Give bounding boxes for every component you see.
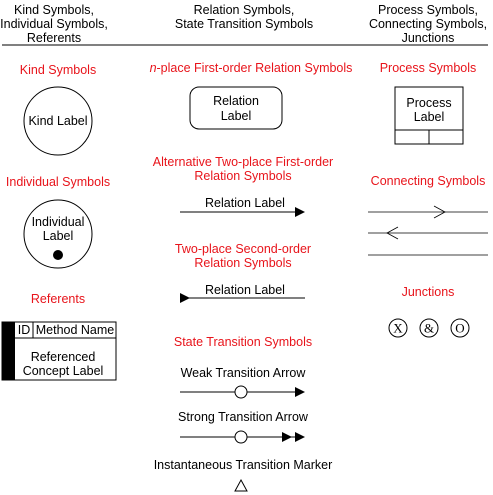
- column-header-kind: Kind Symbols, Individual Symbols, Refere…: [0, 3, 108, 45]
- junction-and: &: [419, 318, 439, 338]
- strong-transition-label: Strong Transition Arrow: [178, 410, 309, 424]
- connecting-symbols-title: Connecting Symbols: [371, 174, 486, 188]
- referent-id-label: ID: [18, 323, 31, 337]
- referent-concept-line2: Concept Label: [23, 364, 104, 378]
- kind-symbol-circle: [23, 86, 93, 156]
- two-place-second-arrowhead: [180, 293, 190, 303]
- nplace-label-line1: Relation: [213, 94, 259, 108]
- alt-two-place-title-line1: Alternative Two-place First-order: [153, 155, 333, 169]
- two-place-second-title-line1: Two-place Second-order: [175, 242, 311, 256]
- header-kind-line1: Kind Symbols,: [14, 3, 94, 17]
- header-relation-line2: State Transition Symbols: [175, 17, 313, 31]
- junction-xor: X: [388, 318, 408, 338]
- header-relation-line1: Relation Symbols,: [194, 3, 295, 17]
- instantaneous-transition-marker: [234, 478, 248, 492]
- referent-box: ID Method Name Referenced Concept Label: [1, 321, 117, 381]
- header-process-line3: Junctions: [402, 31, 455, 45]
- strong-transition-arrowhead-1: [282, 432, 292, 442]
- individual-dot: [53, 250, 63, 260]
- instantaneous-transition-label: Instantaneous Transition Marker: [154, 458, 333, 472]
- junctions-title: Junctions: [402, 285, 455, 299]
- alt-two-place-arrowhead: [295, 207, 305, 217]
- weak-transition-arrowhead: [295, 387, 305, 397]
- strong-transition-circle: [234, 430, 248, 444]
- alt-two-place-title-line2: Relation Symbols: [194, 169, 291, 183]
- nplace-label-line2: Label: [221, 109, 252, 123]
- header-process-line2: Connecting Symbols,: [369, 17, 487, 31]
- connecting-backward-chevron: [386, 226, 399, 240]
- junction-and-label: &: [424, 321, 434, 336]
- two-place-second-title-line2: Relation Symbols: [194, 256, 291, 270]
- junction-and-circle: [419, 318, 439, 338]
- junction-or: O: [450, 318, 470, 338]
- referents-title: Referents: [31, 292, 85, 306]
- referent-black-bar: [2, 322, 15, 380]
- junction-x-circle: [388, 318, 408, 338]
- column-header-relation: Relation Symbols, State Transition Symbo…: [175, 3, 313, 31]
- nplace-title-rest: -place First-order Relation Symbols: [157, 61, 353, 75]
- kind-symbols-title: Kind Symbols: [20, 63, 96, 77]
- header-kind-line2: Individual Symbols,: [0, 17, 108, 31]
- process-symbols-title: Process Symbols: [380, 61, 477, 75]
- two-place-second-label: Relation Label: [205, 283, 285, 297]
- process-label-line1: Process: [406, 96, 451, 110]
- junction-o-circle: [450, 318, 470, 338]
- process-label-line2: Label: [414, 110, 445, 124]
- nplace-title-prefix: n: [150, 61, 157, 75]
- strong-transition-arrowhead-2: [295, 432, 305, 442]
- junction-o-label: O: [455, 321, 464, 336]
- individual-symbol-label-line1: Individual: [32, 215, 85, 229]
- individual-symbol-circle: [23, 199, 93, 269]
- alt-two-place-label: Relation Label: [205, 196, 285, 210]
- header-process-line1: Process Symbols,: [378, 3, 478, 17]
- weak-transition-label: Weak Transition Arrow: [181, 366, 307, 380]
- nplace-title: n-place First-order Relation Symbols: [150, 61, 353, 75]
- individual-symbol-label-line2: Label: [43, 229, 74, 243]
- individual-symbols-title: Individual Symbols: [6, 175, 110, 189]
- referent-concept-line1: Referenced: [31, 350, 96, 364]
- referent-method-label: Method Name: [36, 323, 115, 337]
- column-header-process: Process Symbols, Connecting Symbols, Jun…: [369, 3, 487, 45]
- junction-x-label: X: [393, 321, 403, 336]
- connecting-forward-chevron: [433, 205, 446, 219]
- nplace-relation-box: [189, 86, 283, 130]
- kind-symbol-label: Kind Label: [28, 114, 87, 128]
- weak-transition-circle: [234, 385, 248, 399]
- header-kind-line3: Referents: [27, 31, 81, 45]
- state-transition-title: State Transition Symbols: [174, 335, 312, 349]
